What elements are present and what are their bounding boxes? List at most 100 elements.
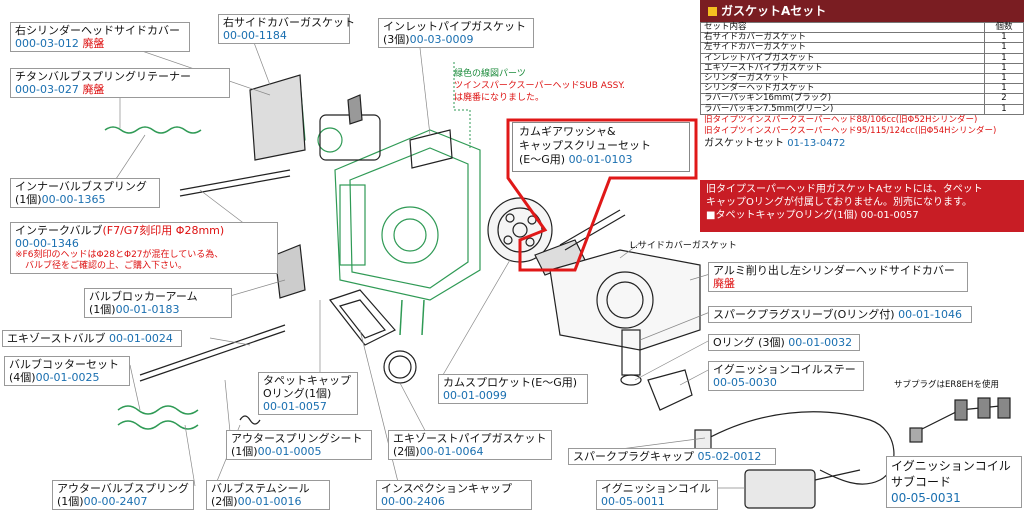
part-name: アウタースプリングシート [231,432,363,445]
part-number: 05-02-0012 [697,450,762,463]
kit-compat-note: 旧タイプツインスパークスーパーヘッド88/106cc(旧Φ52Hシリンダー) [704,114,978,125]
part-name: カムスプロケット(E～G用) [443,376,578,389]
part-number: 00-01-0025 [35,371,100,384]
label-ign-coil: イグニッションコイル 00-05-0011 [596,480,718,510]
part-name: 右シリンダーヘッドサイドカバー [15,24,180,37]
row-item: 左サイドカバーガスケット [700,42,985,54]
part-name: Oリング (3個) [713,336,785,349]
kit-set-number: ガスケットセット 01-13-0472 [700,137,1024,150]
notice-line: ■タペットキャップOリング(1個) 00-01-0057 [706,210,919,221]
kit-header: ガスケットAセット [700,0,1024,22]
part-name: インテークバルブ [15,224,103,237]
part-number: 00-01-0032 [788,336,853,349]
part-number: 00-01-0099 [443,389,507,402]
valve-spring-green [104,126,425,430]
col-qty: 個数 [984,21,1024,34]
part-name: カムギアワッシャ& [519,125,616,138]
note-line: は廃番になりました。 [454,93,545,103]
part-applicability: (E～G用) [519,153,566,166]
part-number: 00-01-0005 [257,445,322,458]
part-name: イグニッションコイルステー [713,363,856,376]
square-bullet-icon [708,7,717,16]
part-qty: (3個) [383,33,410,46]
part-qty: (4個) [9,371,36,384]
part-number: 000-03-012 [15,37,79,50]
part-number: 00-01-1046 [898,308,963,321]
part-name: 右サイドカバーガスケット [223,16,355,29]
highlight-frame [506,118,698,272]
part-name: スパークプラグスリーブ(Oリング付) [713,308,895,321]
warning-line: ※F6刻印のヘッドはΦ28とΦ27が混在している為、 [15,250,224,260]
part-name: エキゾーストバルブ [7,332,106,345]
part-name: アルミ削り出し左シリンダーヘッドサイドカバー [713,264,955,277]
part-name: バルブコッターセット [9,358,119,371]
label-stem-seal: バルブステムシール (2個)00-01-0016 [206,480,330,510]
part-number: 00-00-2406 [381,495,445,508]
row-qty: 2 [984,93,1024,105]
row-qty: 1 [984,32,1024,44]
part-number: 00-01-0183 [115,303,180,316]
warning-line: バルブ径をご確認の上、ご購入下さい。 [25,261,188,271]
label-right-head-cover: 右シリンダーヘッドサイドカバー 000-03-012 廃盤 [10,22,190,52]
part-number: 00-01-0024 [108,332,173,345]
part-name: インスペクションキャップ [381,482,513,495]
notice-line: 旧タイプスーパーヘッド用ガスケットAセットには、タペット [706,184,983,195]
label-cam-sprocket: カムスプロケット(E～G用) 00-01-0099 [438,374,588,404]
label-sub-cord: イグニッションコイル サブコード 00-05-0031 [886,456,1022,508]
part-qty: (2個) [393,445,420,458]
label-outer-seat: アウタースプリングシート (1個)00-01-0005 [226,430,372,460]
discontinued-badge: 廃盤 [713,277,735,290]
label-l-side-gasket: L.サイドカバーガスケット [630,241,737,251]
label-inspection-cap: インスペクションキャップ 00-00-2406 [376,480,532,510]
part-name-2: サブコード [891,475,952,489]
part-number: 00-00-1365 [41,193,106,206]
label-oring: Oリング (3個) 00-01-0032 [708,334,860,351]
row-qty: 1 [984,42,1024,54]
label-coil-stay: イグニッションコイルステー 00-05-0030 [708,361,864,391]
part-name: アウターバルブスプリング [57,482,189,495]
label-sub-plug-note: サブプラグはER8EHを使用 [894,380,999,390]
label-rocker-arm: バルブロッカーアーム (1個)00-01-0183 [84,288,232,318]
label-cotter: バルブコッターセット (4個)00-01-0025 [4,356,130,386]
part-note: (F7/G7刻印用 Φ28mm) [102,224,225,237]
part-qty: (1個) [231,445,258,458]
row-item: エキゾーストパイプガスケット [700,62,985,74]
kit-compat-note: 旧タイプツインスパークスーパーヘッド95/115/124cc(旧Φ54Hシリンダ… [704,125,997,136]
row-qty: 1 [984,52,1024,64]
part-qty: (2個) [211,495,238,508]
table-row: ラバーパッキン7.5mm(グリーン)1 [700,103,1024,115]
part-name: チタンバルブスプリングリテーナー [15,70,191,83]
label-tappet-cap: タペットキャップ Oリング(1個) 00-01-0057 [258,372,358,415]
label-plug-cap: スパークプラグキャップ 05-02-0012 [568,448,776,465]
label-ex-pipe-gasket: エキゾーストパイプガスケット (2個)00-01-0064 [388,430,552,460]
label-inlet-pipe-gasket: インレットパイプガスケット (3個)00-03-0009 [378,18,534,48]
part-number: 00-05-0031 [891,491,961,505]
part-number: 00-03-0009 [409,33,474,46]
part-number: 00-01-0016 [237,495,302,508]
part-number: 00-01-0064 [419,445,484,458]
part-name: スパークプラグキャップ [573,450,694,463]
part-qty: (1個) [89,303,116,316]
part-sub: Oリング(1個) [263,387,332,400]
part-qty: (1個) [15,193,42,206]
note-line: 緑色の線図パーツ [454,69,526,79]
label-right-side-gasket: 右サイドカバーガスケット 00-00-1184 [218,14,355,44]
notice-line: キャップOリングが付属しておりません。別売になります。 [706,197,972,208]
part-name: タペットキャップ [263,374,351,387]
label-intake-valve: インテークバルブ(F7/G7刻印用 Φ28mm) 00-00-1346 ※F6刻… [10,222,278,274]
note-line: ツインスパークスーパーヘッドSUB ASSY. [454,81,625,91]
part-qty: (1個) [57,495,84,508]
part-name: イグニッションコイル [601,482,711,495]
part-number: 00-00-1184 [223,29,287,42]
part-number: 00-01-0057 [263,400,327,413]
part-number: 00-05-0030 [713,376,777,389]
table-row: ラバーパッキン16mm(ブラック)2 [700,93,1024,105]
part-number: 00-00-2407 [83,495,148,508]
part-name: エキゾーストパイプガスケット [393,432,547,445]
row-qty: 1 [984,103,1024,115]
